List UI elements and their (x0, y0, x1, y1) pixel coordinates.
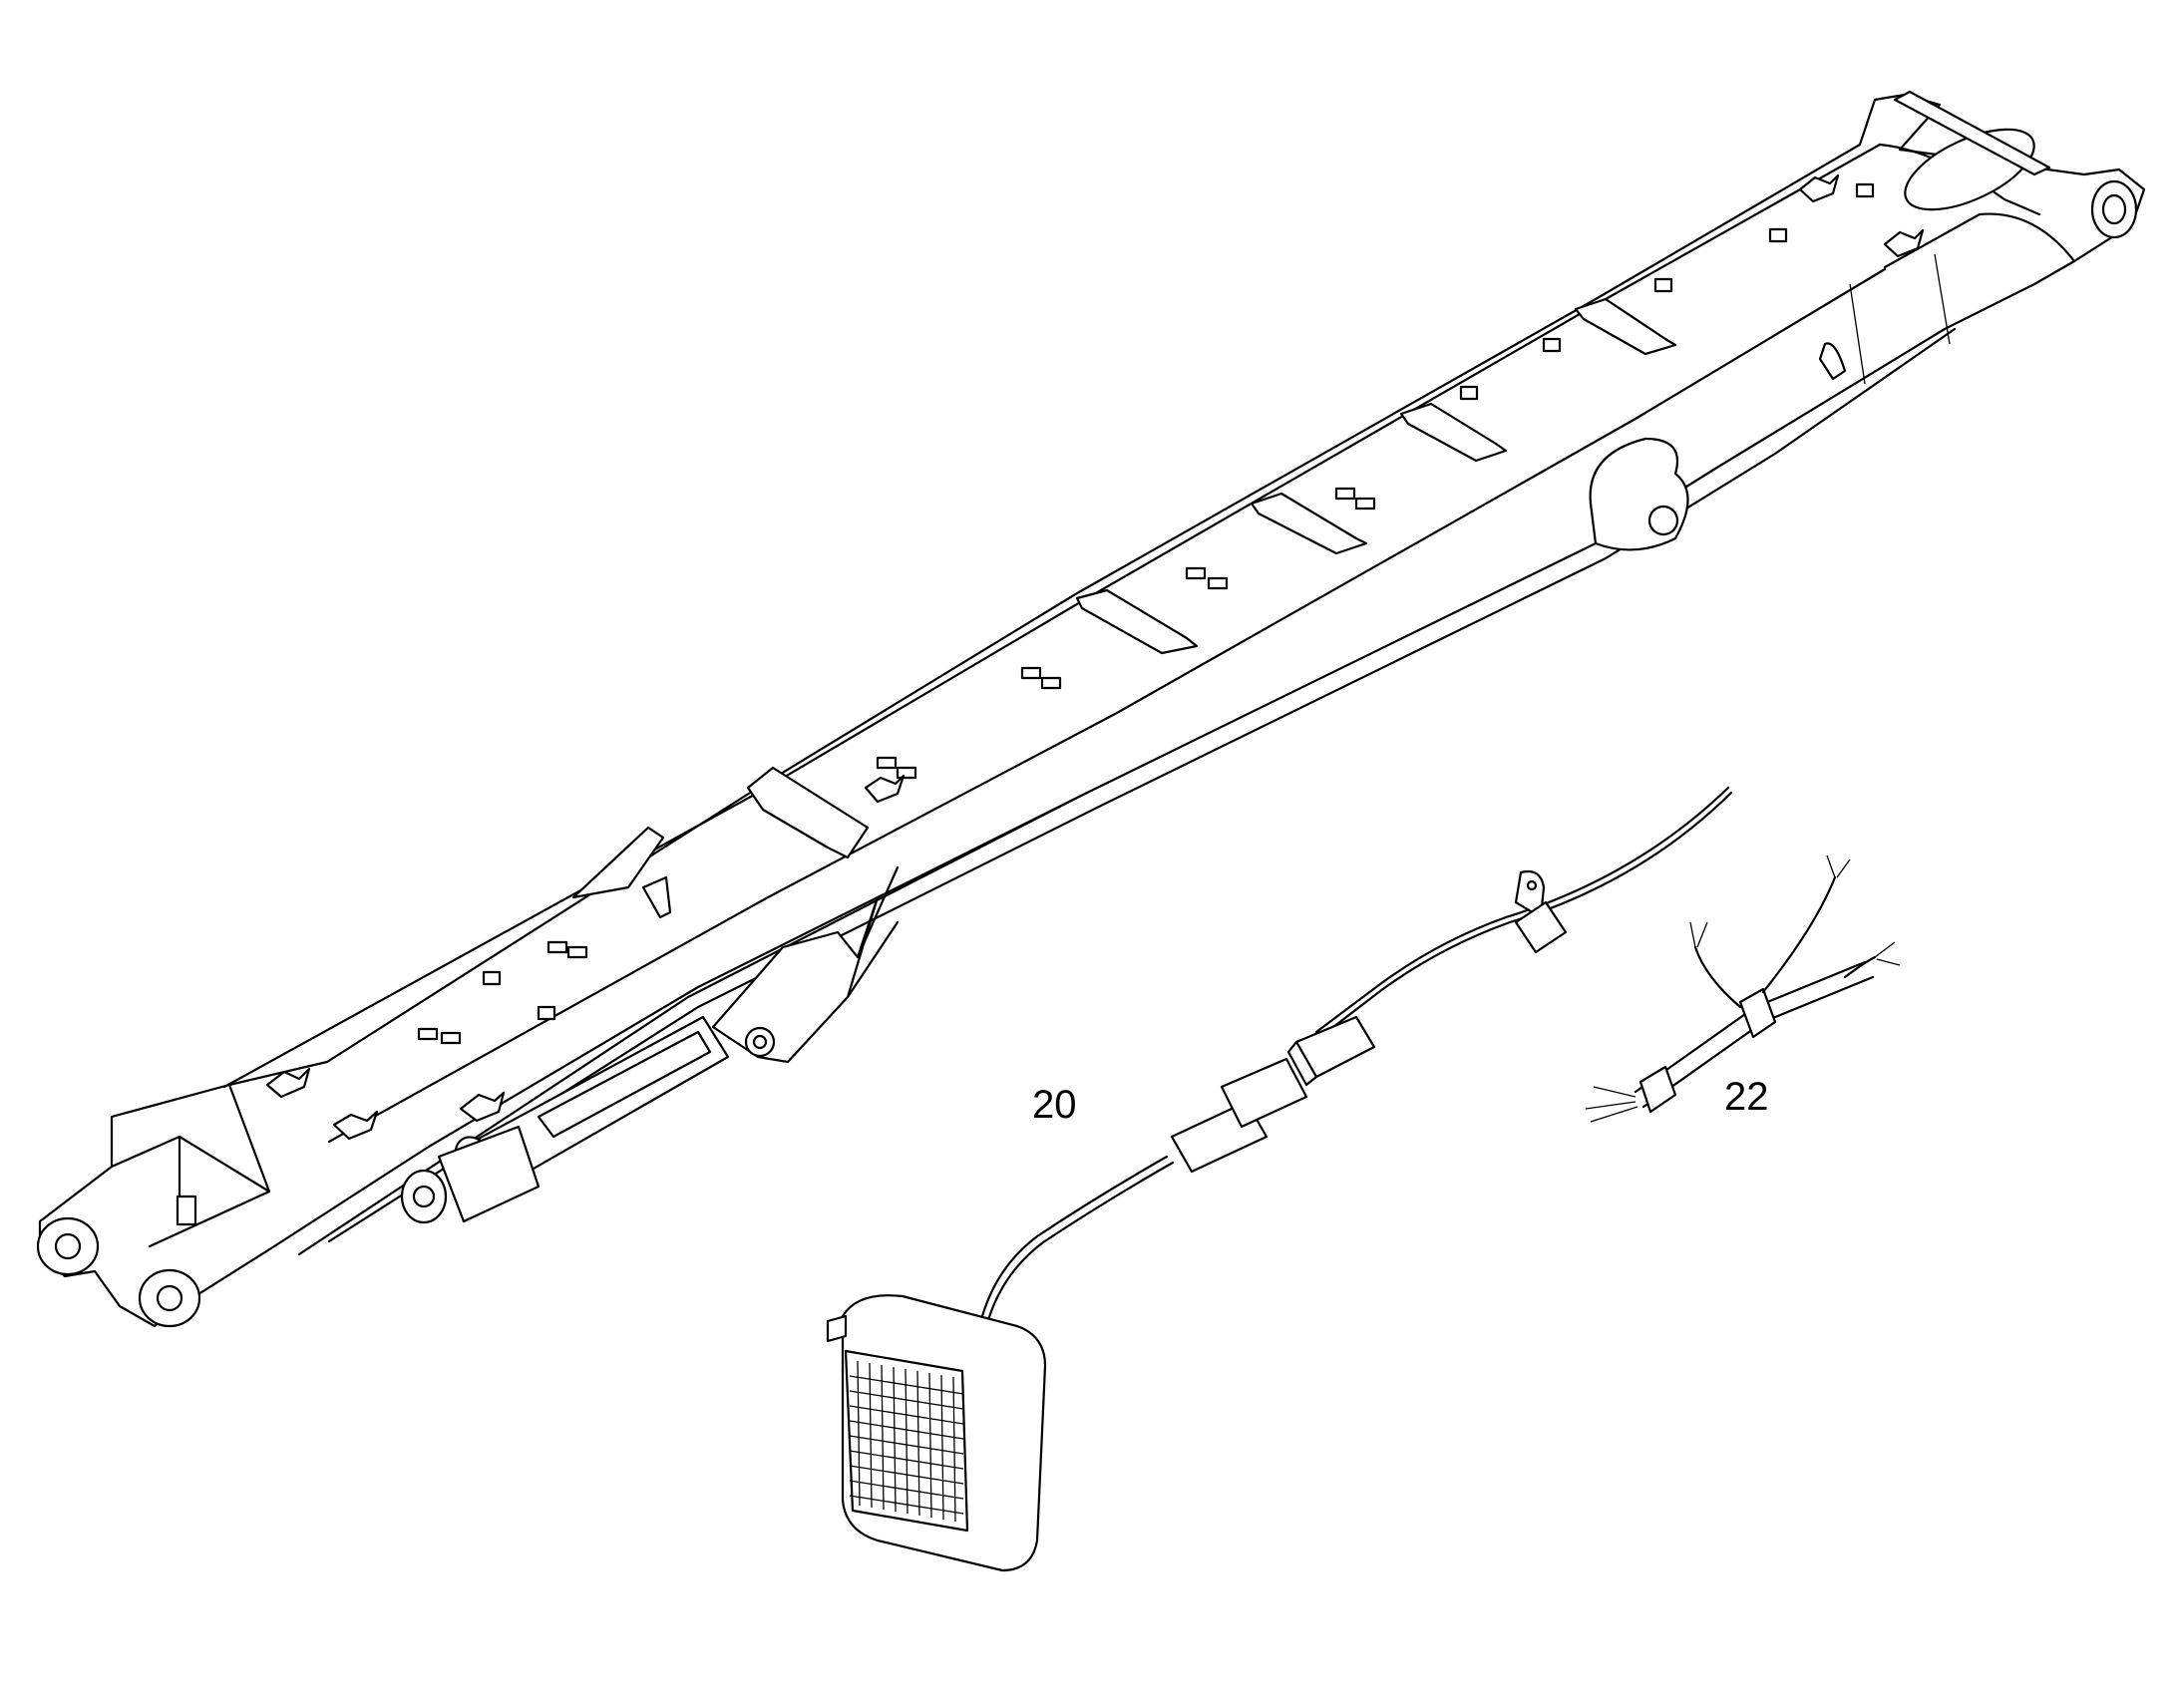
cable-branch-mid (1761, 875, 1837, 994)
tab (1040, 676, 1062, 690)
clamp (1798, 173, 1840, 203)
side-ear (571, 826, 665, 899)
head-pin-boss (2090, 179, 2138, 239)
clamp-plate (1574, 297, 1677, 356)
cylinder-rod (537, 1030, 712, 1139)
harness-cable-upper (1314, 786, 1730, 1034)
cable-sleeve (1638, 1065, 1677, 1114)
foot-eye-right (138, 1268, 201, 1328)
boom-arm (36, 90, 2146, 1328)
harness-cable-lower (980, 1155, 1169, 1318)
foot-eye-right-hole (156, 1284, 183, 1312)
cable-branch-right (1843, 955, 1877, 979)
cable-tab (1514, 869, 1546, 919)
callout-cable-end: 22 (1724, 1075, 1769, 1119)
tab (1768, 227, 1788, 243)
cylinder-pin (744, 1026, 776, 1058)
side-lug (1818, 342, 1847, 381)
hose-clamps (265, 173, 1925, 1141)
tab (896, 766, 917, 780)
tab (537, 1005, 556, 1021)
clamp (459, 1091, 506, 1123)
clamp-plate (1250, 492, 1368, 555)
clamp (332, 1110, 379, 1141)
cable-tab-hole (1526, 879, 1538, 891)
clamp (864, 774, 906, 804)
foot-eye-left-hole (54, 1232, 82, 1260)
clamp (265, 1067, 311, 1099)
clamp-plate (1399, 402, 1508, 463)
work-lamp (826, 1294, 1047, 1572)
tab (440, 1031, 462, 1045)
cable-clip (641, 875, 672, 919)
boom-tabs (417, 182, 1875, 1045)
bracket-fin (846, 865, 900, 999)
lamp-stud (826, 1314, 848, 1343)
tab (1855, 182, 1875, 198)
tab (417, 1027, 439, 1041)
lamp-grille (849, 1360, 964, 1523)
clamp-plate (1075, 588, 1199, 655)
cylinder-rod-eye-hole (412, 1185, 436, 1208)
tab (1354, 497, 1376, 511)
connector-female-face (1286, 1040, 1318, 1087)
cable-end (1585, 854, 1901, 1123)
mid-yoke-bracket (746, 766, 870, 859)
foot-eye-left (36, 1216, 100, 1276)
callout-wiring-harness: 20 (1032, 1083, 1077, 1127)
hydraulic-cylinder (400, 865, 900, 1224)
tab (1459, 385, 1479, 401)
tab (1185, 566, 1207, 580)
clamp (1883, 228, 1925, 258)
boom-body (38, 93, 2146, 1328)
tab (566, 945, 588, 959)
head-crossbar (1893, 90, 2051, 176)
wire-strands (1585, 854, 1901, 1123)
wiring-harness (980, 786, 1733, 1322)
tab (546, 940, 568, 954)
cylinder-head-block (437, 1125, 541, 1223)
tab (1542, 337, 1562, 353)
tab (1207, 576, 1229, 590)
tab (1020, 666, 1042, 680)
tab (876, 756, 898, 770)
tab (1653, 277, 1673, 293)
tab (482, 970, 502, 986)
cylinder-bracket (711, 895, 880, 1064)
foot-bracket (176, 1195, 197, 1226)
boom-side-lower-edge (327, 327, 1957, 1243)
head-panel-lines (1849, 253, 1951, 385)
cutout-boss (1647, 505, 1679, 536)
cable-splice (1738, 987, 1777, 1039)
cylinder-pin-hole (752, 1034, 768, 1050)
boom-top-edge-right (327, 267, 1887, 1144)
tab (1334, 487, 1356, 501)
cable-branch-left (1693, 945, 1742, 1009)
head-pin-hole (2101, 193, 2127, 225)
harness-cable-lower-2 (986, 1161, 1175, 1322)
cable-grommet (1514, 900, 1568, 954)
connector-male-body (1220, 1057, 1308, 1129)
cylinder-rod-eye (400, 1169, 448, 1224)
boom-side-lower-edge-2 (297, 791, 1089, 1256)
